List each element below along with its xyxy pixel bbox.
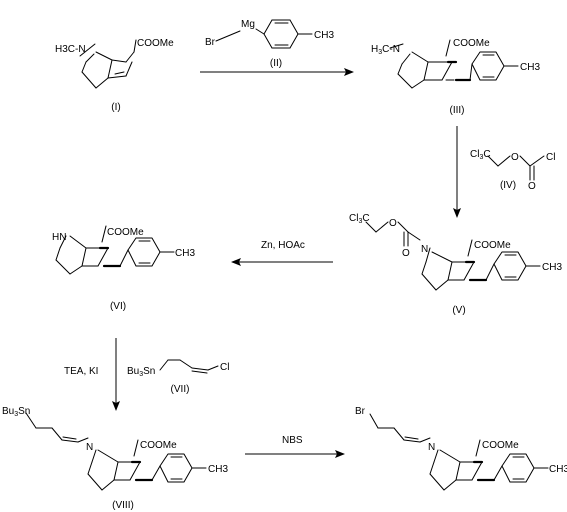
compound-VIII-ester-label: COOMe — [140, 440, 177, 451]
reagent-II-methyl: CH3 — [314, 30, 334, 41]
reagent-VII-chloro: Cl — [220, 362, 229, 373]
compound-III-methyl-amine: H3C-N — [371, 44, 400, 56]
compound-VIII-methyl-label: CH3 — [208, 464, 228, 475]
compound-VIII-stannyl: Bu3Sn — [2, 406, 30, 418]
compound-VIII: Bu3Sn N COOMe CH3 (VIII) — [2, 406, 228, 511]
reagent-II-metal: Mg — [241, 19, 255, 30]
reagent-IV-chloro: Cl — [546, 152, 555, 163]
reagent-IV-oxygen: O — [511, 152, 519, 163]
compound-VI-ester-label: COOMe — [107, 227, 144, 238]
compound-VIII-nitrogen: N — [86, 442, 93, 453]
reagent-IV-caption: (IV) — [500, 180, 516, 191]
reagent-step4: NBS — [282, 435, 303, 446]
compound-V-oxygen: O — [389, 218, 397, 229]
compound-III-caption: (III) — [450, 105, 465, 116]
reagent-VII-stannyl: Bu3Sn — [127, 366, 155, 378]
compound-III-methyl-label: CH3 — [520, 62, 540, 73]
reagent-II: Br Mg CH3 (II) — [205, 19, 334, 69]
compound-I-ester-label: COOMe — [137, 38, 174, 49]
compound-III-ester-label: COOMe — [453, 38, 490, 49]
reagent-IV-carbonyl-o: O — [528, 181, 536, 192]
reagent-step2: Zn, HOAc — [261, 240, 305, 251]
compound-I: H3C-N COOMe (I) — [55, 38, 174, 113]
reagent-step3: TEA, KI — [64, 366, 98, 377]
reagent-IV-ccl3: Cl3C — [470, 149, 491, 161]
compound-VIII-caption: (VIII) — [112, 500, 134, 511]
compound-V-methyl-label: CH3 — [542, 262, 562, 273]
compound-V: Cl3C O O N COOMe CH3 (V) — [349, 213, 562, 316]
compound-V-caption: (V) — [452, 305, 465, 316]
compound-I-caption: (I) — [111, 102, 120, 113]
compound-IX-nitrogen: N — [428, 442, 435, 453]
compound-V-carbonyl-o: O — [402, 248, 410, 259]
compound-IX: Br N COOMe CH3 — [355, 406, 567, 491]
compound-VI-caption: (VI) — [110, 301, 126, 312]
reagent-VII: Bu3Sn Cl (VII) — [127, 359, 229, 395]
reagent-IV: Cl3C O Cl O (IV) — [470, 149, 555, 192]
compound-V-nitrogen: N — [421, 244, 428, 255]
compound-VI-nh: HN — [52, 232, 66, 243]
compound-I-methyl-label: H3C-N — [55, 44, 86, 55]
reagent-II-halide: Br — [205, 37, 216, 48]
compound-V-ester-label: COOMe — [474, 240, 511, 251]
compound-IX-ester-label: COOMe — [482, 440, 519, 451]
compound-V-ccl3: Cl3C — [349, 213, 370, 225]
compound-IX-methyl-label: CH3 — [549, 464, 567, 475]
compound-III: H3C-N COOMe CH3 (III) — [371, 38, 540, 116]
compound-IX-bromo: Br — [355, 406, 366, 417]
compound-VI: HN COOMe CH3 (VI) — [52, 225, 195, 312]
reagent-II-caption: (II) — [270, 58, 282, 69]
reagent-VII-caption: (VII) — [171, 384, 190, 395]
compound-VI-methyl-label: CH3 — [175, 248, 195, 259]
